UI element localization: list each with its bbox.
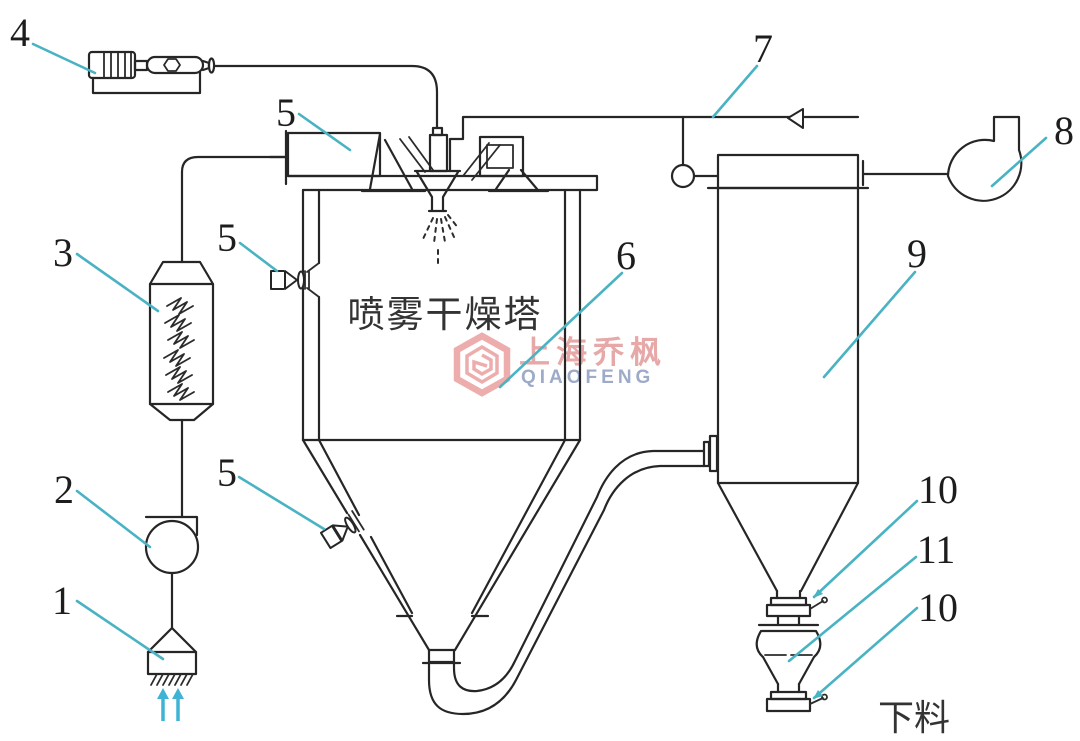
feed-pipe xyxy=(212,64,439,130)
leader-6 xyxy=(498,271,624,389)
discharge-assembly xyxy=(755,589,828,713)
air-filter xyxy=(146,626,198,721)
product-transfer-duct xyxy=(427,434,719,716)
leader-5b xyxy=(238,241,279,273)
callout-9: 9 xyxy=(907,231,927,276)
feed-pump xyxy=(87,50,216,95)
callout-10a: 10 xyxy=(918,467,958,512)
leader-11 xyxy=(787,555,918,663)
leader-1 xyxy=(75,599,165,661)
callout-3: 3 xyxy=(53,230,73,275)
collection-hopper xyxy=(755,623,822,686)
leader-9 xyxy=(822,270,917,379)
watermark-en-text: QIAOFENG xyxy=(521,367,654,388)
leader-5c xyxy=(237,475,326,531)
callout-2: 2 xyxy=(54,467,74,512)
air-heater xyxy=(148,155,287,519)
callout-4: 4 xyxy=(10,10,30,55)
leader-10b xyxy=(812,606,919,700)
leader-10b-arrowhead xyxy=(813,690,823,699)
watermark-logo: 上海乔枫 QIAOFENG xyxy=(453,332,667,397)
leader-7 xyxy=(711,64,759,119)
filter-mesh xyxy=(150,673,194,686)
callout-6: 6 xyxy=(616,233,636,278)
wall-air-sweep-nozzle xyxy=(270,262,320,298)
callout-11: 11 xyxy=(917,527,956,572)
relief-valve xyxy=(670,163,696,189)
spray-drying-tower: 喷雾干燥塔 xyxy=(301,188,582,665)
pump-base xyxy=(91,70,202,95)
callout-7: 7 xyxy=(753,26,773,71)
callout-1: 1 xyxy=(52,578,72,623)
leader-4 xyxy=(31,42,97,75)
callout-5c: 5 xyxy=(217,450,237,495)
leader-10a xyxy=(812,499,919,599)
air-return-pipe xyxy=(448,108,860,173)
induced-draft-fan xyxy=(946,115,1023,202)
callout-leaders xyxy=(31,42,1048,700)
discharge-label: 下料 xyxy=(878,698,950,739)
leader-5a xyxy=(297,112,352,152)
air-inlet-arrows xyxy=(157,688,184,721)
callout-5b: 5 xyxy=(217,215,237,260)
leader-8 xyxy=(990,136,1048,188)
cone-air-sweep-nozzle xyxy=(319,510,365,550)
tower-title: 喷雾干燥塔 xyxy=(348,293,543,336)
atomizer-nozzle xyxy=(413,126,462,264)
callout-8: 8 xyxy=(1054,108,1074,153)
callout-5a: 5 xyxy=(276,90,296,135)
hot-air-distributor xyxy=(268,129,599,193)
flow-direction-arrow xyxy=(787,108,804,129)
spray-pattern xyxy=(422,214,460,264)
callout-10b: 10 xyxy=(918,585,958,630)
leader-2 xyxy=(75,489,152,549)
leader-10a-arrowhead xyxy=(813,589,823,598)
heating-coils xyxy=(163,297,195,401)
watermark-cn-text: 上海乔枫 xyxy=(519,335,667,370)
cyclone-separator xyxy=(670,153,870,593)
discharge-valve-lower xyxy=(765,690,828,713)
supply-blower xyxy=(144,515,200,630)
discharge-valve-upper xyxy=(765,596,828,618)
leader-3 xyxy=(75,252,160,313)
